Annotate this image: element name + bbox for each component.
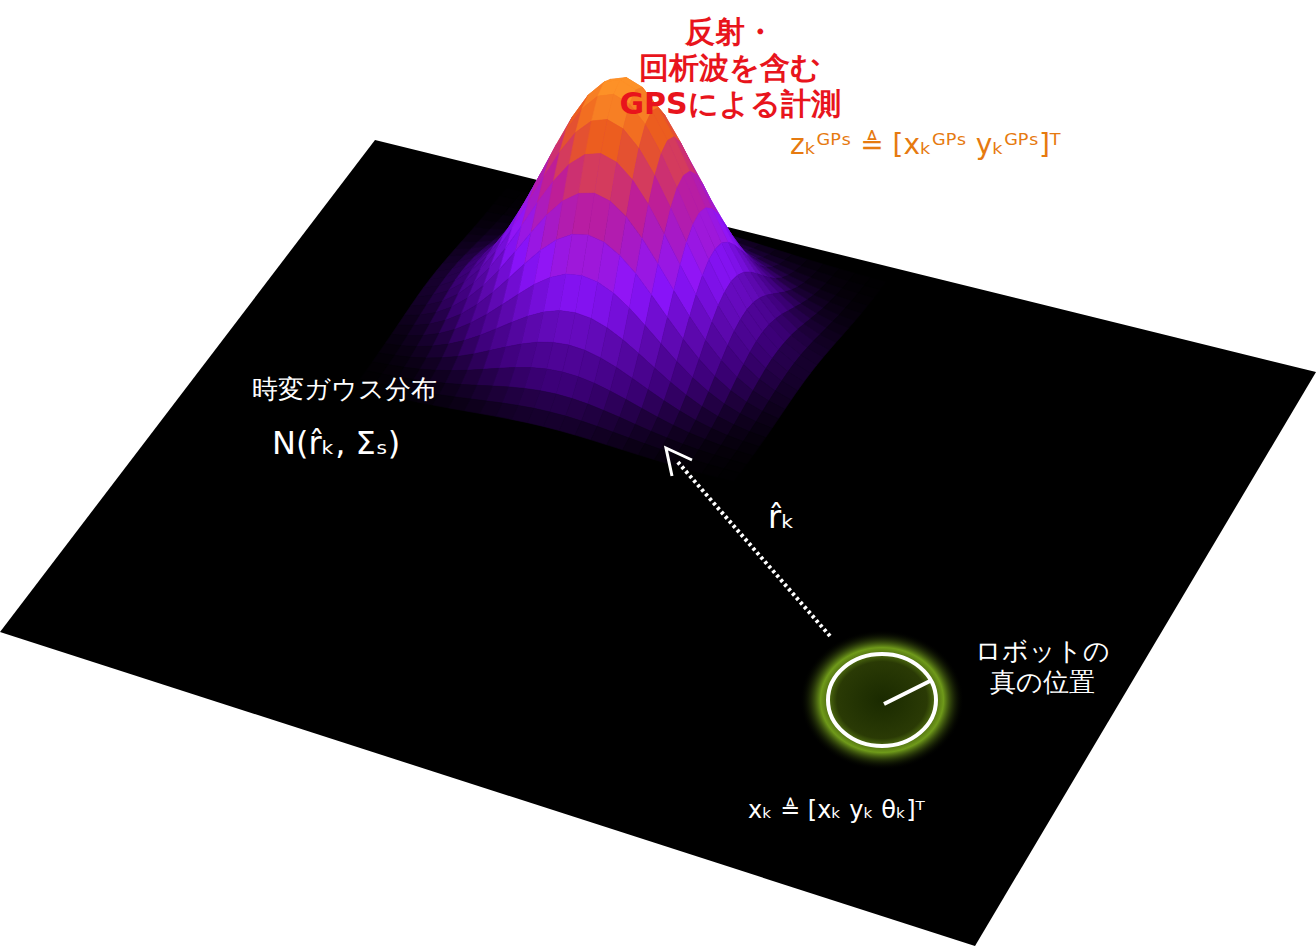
robot-body — [828, 654, 936, 746]
offset-label: r̂ₖ — [768, 498, 848, 536]
distribution-label: 時変ガウス分布 — [252, 374, 492, 405]
robot-label: ロボットの 真の位置 — [972, 636, 1112, 698]
surface-facet — [718, 469, 740, 482]
robot-state-formula: xₖ ≜ [xₖ yₖ θₖ]ᵀ — [748, 796, 1048, 825]
robot-heading — [884, 680, 932, 704]
arrow-head — [666, 448, 692, 476]
distribution-formula: N(r̂ₖ, Σₛ) — [272, 424, 512, 462]
measurement-title: 反射・回析波を含む GPSによる計測 — [600, 14, 860, 122]
robot-glow — [800, 630, 964, 770]
ground-plane — [0, 140, 1316, 946]
offset-arrow — [676, 460, 830, 636]
gps-formula: zₖᴳᴾˢ ≜ [xₖᴳᴾˢ yₖᴳᴾˢ]ᵀ — [790, 128, 1130, 162]
